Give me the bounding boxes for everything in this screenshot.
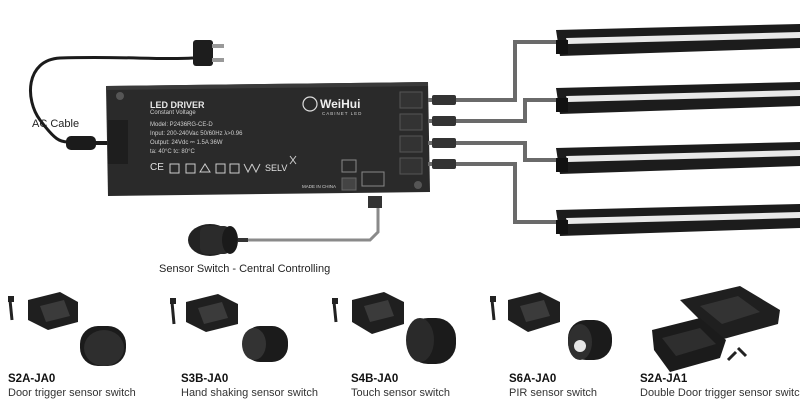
product-s2a-ja0: [8, 292, 126, 366]
product-code: S6A-JA0: [509, 373, 557, 385]
driver-input: Input: 200-240Vac 50/60Hz λ>0.96: [150, 131, 243, 137]
driver-model: Model: P2436RG-CE-D: [150, 122, 213, 128]
driver-output: Output: 24Vdc ⎓ 1.5A 36W: [150, 140, 223, 146]
product-s6a-ja0: [490, 292, 612, 360]
product-desc: Door trigger sensor switch: [8, 387, 136, 399]
product-code: S2A-JA1: [640, 373, 688, 385]
ac-plug: [29, 40, 224, 144]
driver-ce-mark: CE: [150, 162, 164, 173]
product-s2a-ja1: [652, 286, 780, 372]
product-s3b-ja0: [170, 294, 288, 362]
led-bar-3: [556, 142, 800, 174]
product-desc: PIR sensor switch: [509, 387, 598, 399]
ac-connector: [66, 136, 108, 150]
driver-temp: ta: 40°C tc: 80°C: [150, 149, 195, 155]
central-sensor-switch: [188, 196, 382, 256]
led-bar-2: [556, 82, 800, 114]
led-driver: [106, 82, 430, 196]
driver-brand-sub: CABINET LED: [322, 111, 363, 116]
product-s4b-ja0: [332, 292, 456, 364]
led-bar-1: [556, 24, 800, 56]
driver-selv: SELV: [265, 163, 288, 173]
led-bar-4: [556, 204, 800, 236]
product-code: S2A-JA0: [8, 373, 56, 385]
product-desc: Touch sensor switch: [351, 387, 451, 399]
output-wires: [428, 40, 560, 224]
wire-connectors: [432, 95, 456, 169]
driver-subtitle: Constant Voltage: [150, 110, 196, 116]
product-desc: Double Door trigger sensor switch: [640, 387, 800, 399]
sensor-central-label: Sensor Switch - Central Controlling: [159, 263, 331, 275]
driver-title: LED DRIVER: [150, 100, 205, 110]
driver-made-in: MADE IN CHINA: [302, 184, 337, 189]
product-code: S3B-JA0: [181, 373, 229, 385]
ac-cable-label: AC Cable: [32, 118, 80, 130]
product-desc: Hand shaking sensor switch: [181, 387, 318, 399]
product-code: S4B-JA0: [351, 373, 399, 385]
driver-brand: WeiHui: [320, 97, 361, 111]
